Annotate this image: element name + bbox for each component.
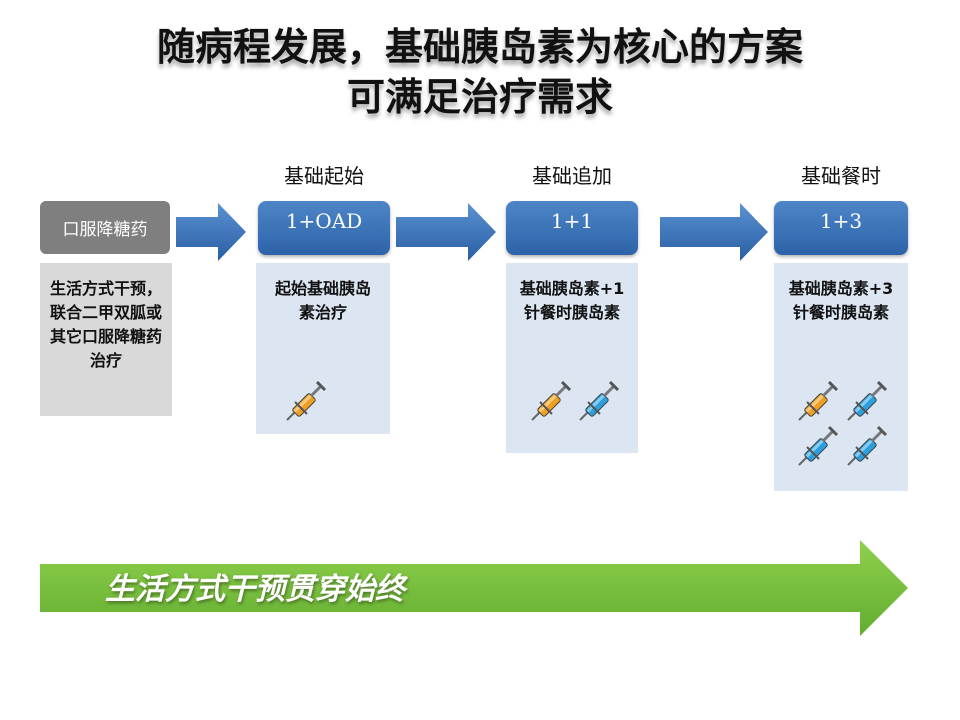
- panel-text-basal-add: 基础胰岛素+1针餐时胰岛素: [519, 279, 625, 322]
- title-line-1: 随病程发展，基础胰岛素为核心的方案: [156, 25, 803, 69]
- panel-text-basal-bolus: 基础胰岛素+3针餐时胰岛素: [788, 279, 894, 322]
- stage-label-basal-start: 基础起始: [284, 164, 364, 188]
- right-arrow-icon: [396, 203, 496, 261]
- lifestyle-banner-arrow: [40, 540, 908, 636]
- right-arrow-icon: [176, 203, 246, 261]
- right-arrow-icon: [660, 203, 768, 261]
- panel-text-oral-drugs: 生活方式干预，联合二甲双胍或其它口服降糖药治疗: [50, 279, 163, 370]
- panel-basal-start: 起始基础胰岛素治疗: [256, 263, 390, 434]
- syringe-icon: [797, 425, 839, 467]
- step-box-1-1: 1+1: [506, 201, 638, 255]
- step-box-1-3: 1+3: [774, 201, 908, 255]
- stage-label-basal-add: 基础追加: [532, 164, 612, 188]
- syringe-icon: [578, 380, 620, 422]
- page-title: 随病程发展，基础胰岛素为核心的方案 可满足治疗需求: [0, 22, 960, 122]
- panel-basal-bolus: 基础胰岛素+3针餐时胰岛素: [774, 263, 908, 491]
- title-line-2: 可满足治疗需求: [346, 75, 613, 119]
- panel-oral-drugs: 生活方式干预，联合二甲双胍或其它口服降糖药治疗: [40, 263, 172, 416]
- syringe-icon: [846, 380, 888, 422]
- syringe-icon: [285, 380, 327, 422]
- lifestyle-banner-text: 生活方式干预贯穿始终: [105, 572, 405, 607]
- stage-label-basal-bolus: 基础餐时: [801, 164, 881, 188]
- step-box-oral-drugs: 口服降糖药: [40, 201, 170, 254]
- panel-basal-add: 基础胰岛素+1针餐时胰岛素: [506, 263, 638, 453]
- syringe-icon: [846, 425, 888, 467]
- syringe-icon: [530, 380, 572, 422]
- step-box-1-oad: 1+OAD: [258, 201, 390, 255]
- panel-text-basal-start: 起始基础胰岛素治疗: [274, 279, 371, 322]
- syringe-icon: [797, 380, 839, 422]
